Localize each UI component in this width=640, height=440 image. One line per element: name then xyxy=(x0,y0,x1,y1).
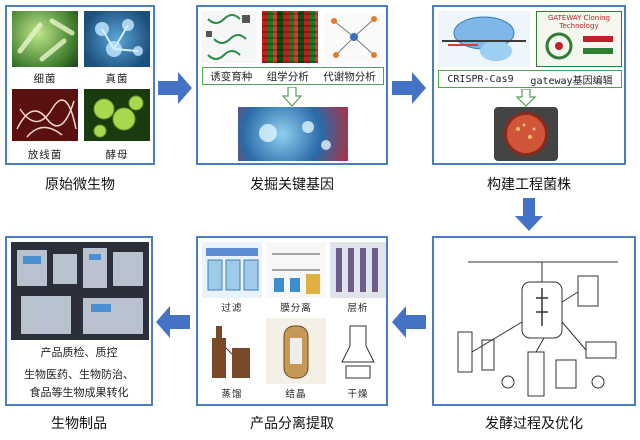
virus-gene-image xyxy=(238,107,348,161)
key-gene-methods-bar: 诱变育种 组学分析 代谢物分析 xyxy=(202,67,384,85)
stage-label-product-separation: 产品分离提取 xyxy=(250,416,334,432)
panel-raw-microbes: 细菌 真菌 放线菌 酵母 xyxy=(5,5,155,165)
crystallization-image xyxy=(266,318,326,384)
omics-heatmap-image xyxy=(262,11,318,63)
crispr-cas9-image xyxy=(438,11,530,67)
yeast-image xyxy=(84,89,150,141)
fermentation-schematic-image xyxy=(438,242,632,402)
caption-filtration: 过滤 xyxy=(221,303,243,314)
fungi-image xyxy=(84,11,150,67)
gateway-cloning-image: GATEWAY Cloning Technology xyxy=(536,11,622,67)
mutagenesis-image xyxy=(202,11,256,63)
bio-product-line-1: 产品质检、质控 xyxy=(40,346,118,359)
bio-product-line-3: 食品等生物成果转化 xyxy=(29,386,129,399)
metabolite-network-image xyxy=(324,11,384,63)
strain-methods-bar: CRISPR-Cas9 gateway基因编辑 xyxy=(438,70,622,88)
drying-image xyxy=(330,318,386,384)
caption-crispr: CRISPR-Cas9 xyxy=(447,73,514,85)
stage-label-bio-products: 生物制品 xyxy=(51,416,107,432)
panel-engineered-strain: GATEWAY Cloning Technology CRISPR-Cas9 g… xyxy=(432,5,626,165)
panel-product-separation: 过滤 膜分离 层析 蒸馏 结晶 干燥 xyxy=(196,236,388,406)
caption-metabolite: 代谢物分析 xyxy=(323,70,376,83)
caption-omics: 组学分析 xyxy=(266,70,309,83)
caption-mutagenesis: 诱变育种 xyxy=(210,70,253,83)
filtration-image xyxy=(202,242,262,298)
caption-gateway: gateway基因编辑 xyxy=(530,75,613,87)
chromatography-image xyxy=(330,242,386,298)
caption-actinomycetes: 放线菌 xyxy=(27,149,63,161)
bio-product-line-2: 生物医药、生物防治、 xyxy=(24,368,134,381)
caption-distillation: 蒸馏 xyxy=(221,389,243,400)
distillation-image xyxy=(202,318,262,384)
stage-label-raw-microbes: 原始微生物 xyxy=(45,177,115,193)
arrow-down-green-2 xyxy=(516,89,536,107)
arrow-right-1 xyxy=(158,72,192,104)
arrow-down-1 xyxy=(515,198,543,231)
panel-bio-products: 产品质检、质控 生物医药、生物防治、 食品等生物成果转化 xyxy=(5,236,153,406)
caption-fungi: 真菌 xyxy=(105,73,129,85)
caption-yeast: 酵母 xyxy=(105,149,129,161)
bacteria-image xyxy=(12,11,78,67)
panel-fermentation xyxy=(432,236,636,406)
stage-label-fermentation: 发酵过程及优化 xyxy=(485,416,583,432)
caption-drying: 干燥 xyxy=(347,389,369,400)
lab-instruments-image xyxy=(11,242,149,340)
panel-key-genes: 诱变育种 组学分析 代谢物分析 xyxy=(196,5,388,165)
arrow-left-1 xyxy=(392,306,426,338)
stage-label-key-genes: 发掘关键基因 xyxy=(250,177,334,193)
petri-dish-image xyxy=(494,107,558,161)
caption-membrane: 膜分离 xyxy=(280,303,312,314)
gateway-logo-text: GATEWAY Cloning Technology xyxy=(547,14,611,30)
caption-chromatography: 层析 xyxy=(347,303,369,314)
membrane-separation-image xyxy=(266,242,326,298)
arrow-down-green xyxy=(282,87,302,107)
caption-bacteria: 细菌 xyxy=(33,73,57,85)
caption-crystallization: 结晶 xyxy=(285,389,307,400)
arrow-right-2 xyxy=(392,72,426,104)
arrow-left-2 xyxy=(156,306,190,338)
actinomycetes-image xyxy=(12,89,78,141)
stage-label-engineered-strain: 构建工程菌株 xyxy=(487,177,571,193)
